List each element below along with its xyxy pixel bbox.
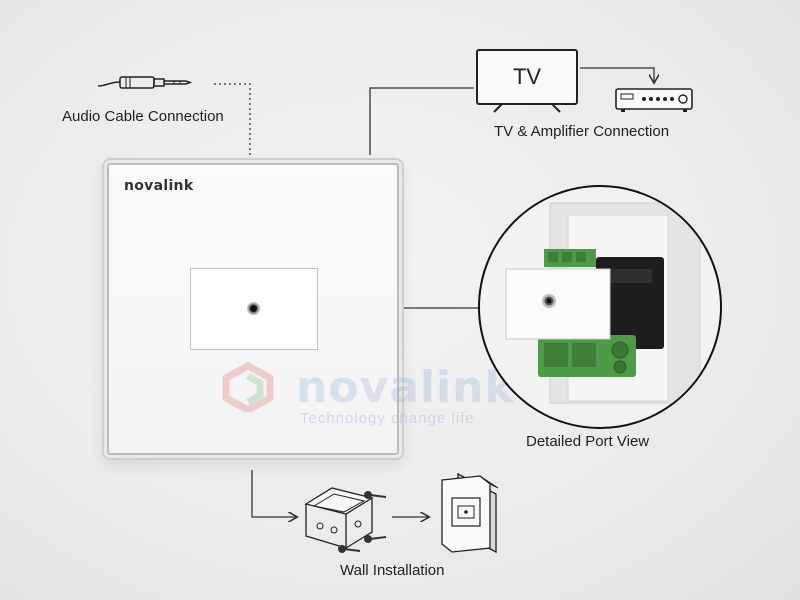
detail-label: Detailed Port View (526, 433, 650, 450)
plate-to-install-line (251, 470, 296, 517)
detail-port-view (478, 185, 722, 429)
audio-jack-port-icon[interactable] (247, 302, 260, 315)
installation-label: Wall Installation (340, 562, 445, 579)
watermark-name: novalink (296, 362, 515, 413)
tv-to-amp-line (580, 67, 654, 82)
screw-icon (364, 491, 387, 499)
plate-brand: novalink (124, 178, 194, 194)
screw-icon (338, 545, 361, 553)
screw-icon (364, 535, 387, 543)
watermark-logo-icon (222, 362, 274, 412)
watermark-tagline: Technology change life (300, 410, 475, 427)
installed-panel-icon (441, 472, 499, 554)
audio-jack-cable-icon (97, 76, 193, 89)
tv-screen-text: TV (513, 64, 541, 89)
tv-amp-label: TV & Amplifier Connection (494, 123, 670, 140)
amplifier-icon (615, 88, 693, 112)
port-module (190, 268, 318, 350)
cable-to-port-line (214, 83, 250, 296)
wall-plate: novalink (102, 158, 404, 460)
port-back-terminals-illustration (505, 202, 701, 404)
tv-icon: TV (476, 49, 578, 113)
plate-to-tv-line (369, 87, 474, 155)
cable-label: Audio Cable Connection (62, 108, 224, 125)
wall-box-icon (304, 487, 374, 549)
